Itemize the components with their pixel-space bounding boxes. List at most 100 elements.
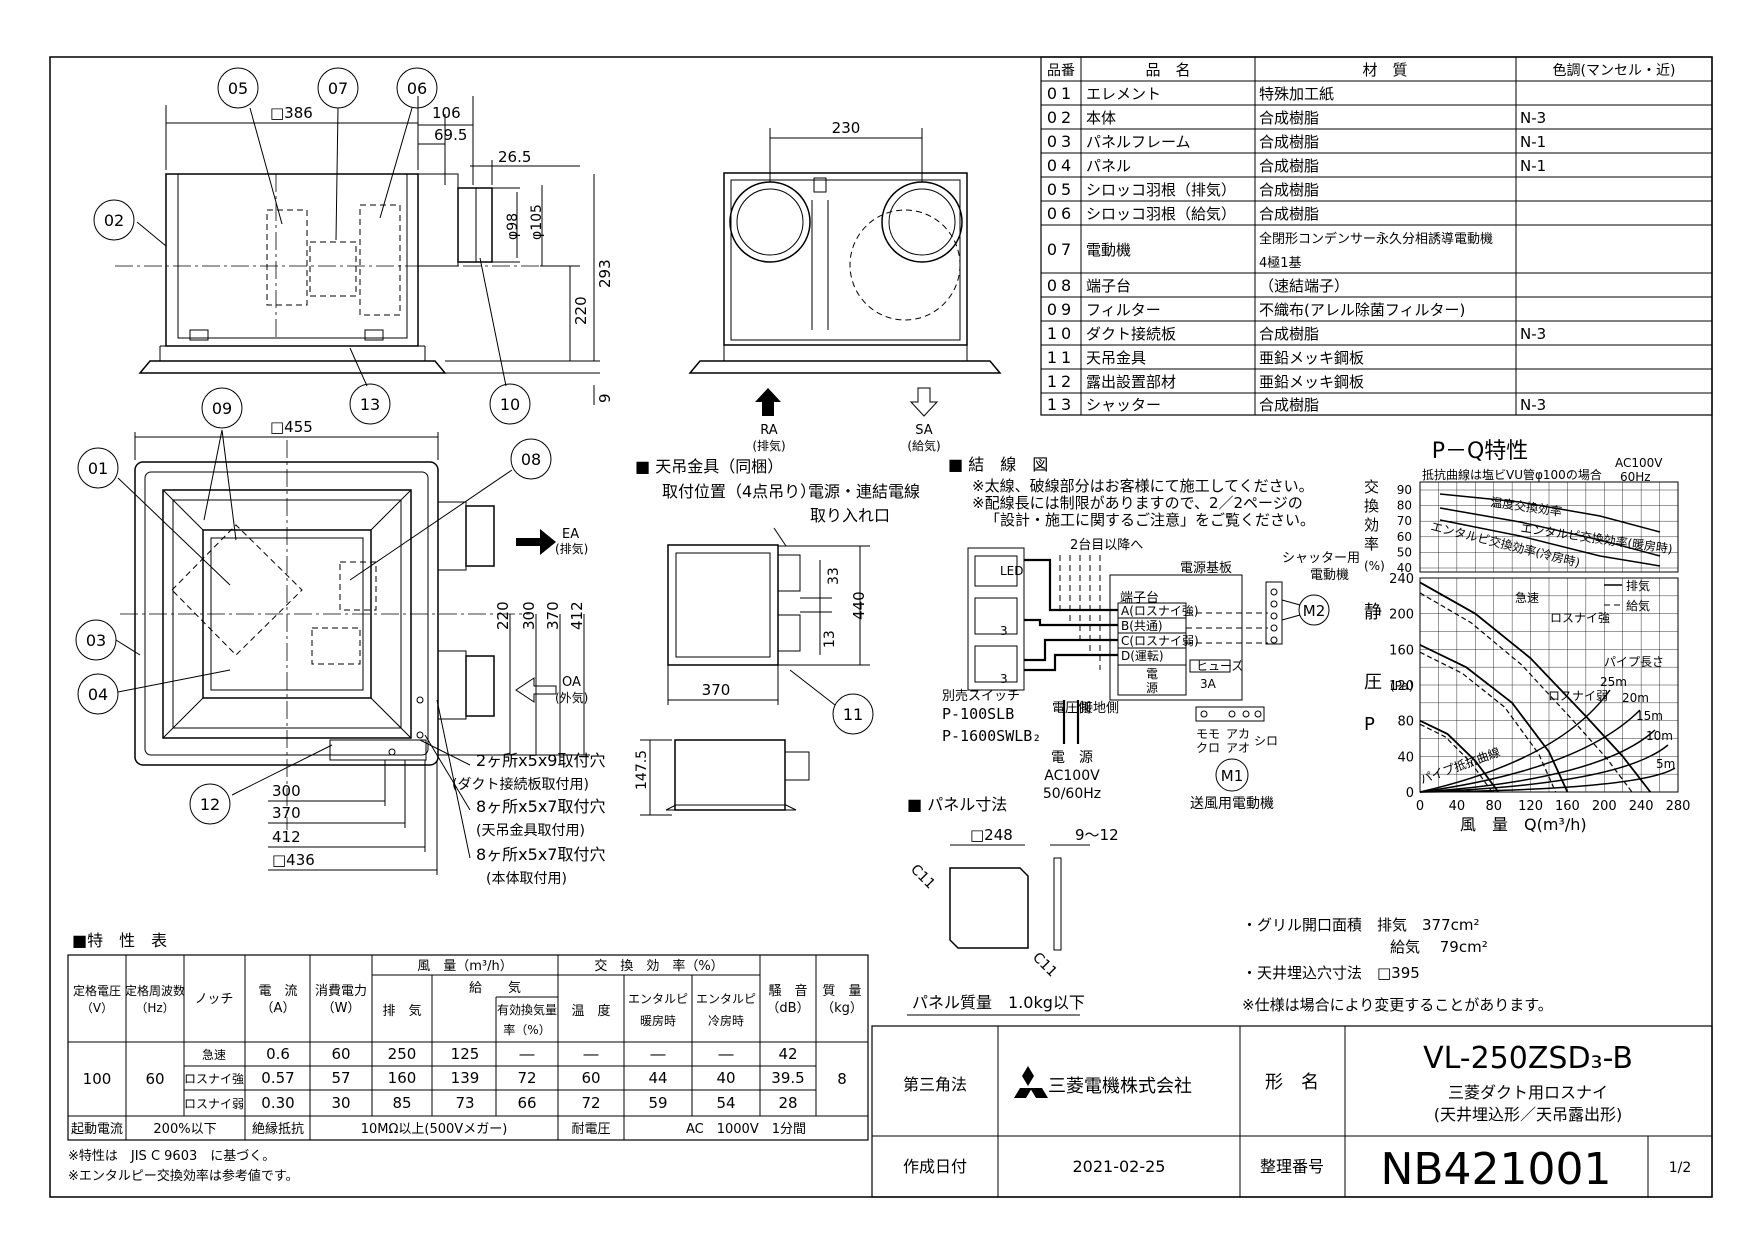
pq-y-tick: 240 <box>1389 572 1414 587</box>
pq-y-tick: 40 <box>1397 750 1414 765</box>
curve-label-weak: ロスナイ弱 <box>1548 689 1608 703</box>
vdim-220: 220 <box>494 601 512 630</box>
svg-text:05: 05 <box>228 79 248 98</box>
parts-no: 12 <box>1047 372 1075 391</box>
h-flow: 風 量（m³/h） <box>417 959 513 974</box>
eff-tick: 80 <box>1397 499 1412 513</box>
vdim-370: 370 <box>544 601 562 630</box>
svg-text:11: 11 <box>843 705 863 724</box>
withstand-value: AC 1000V 1分間 <box>686 1122 806 1137</box>
spec-cell: 72 <box>517 1069 536 1087</box>
parts-name: シロッコ羽根（給気） <box>1086 205 1236 223</box>
spec-cell: 160 <box>388 1069 417 1087</box>
h-noise: 騒 音 <box>768 983 807 999</box>
term-a: A(ロスナイ強) <box>1121 604 1199 618</box>
shutter-motor-label: シャッター用 <box>1282 551 1360 566</box>
panel-mass: パネル質量 1.0kg以下 <box>912 993 1085 1012</box>
balloon-09 <box>201 387 243 429</box>
balloon-05 <box>217 67 259 109</box>
pq-series <box>1419 581 1652 793</box>
hdim-412: 412 <box>272 828 301 846</box>
oa-sub: (外気) <box>555 690 588 705</box>
switch-title: 別売スイッチ <box>942 688 1020 704</box>
spec-voltage: 100 <box>83 1070 112 1088</box>
parts-material: 合成樹脂 <box>1259 325 1319 343</box>
svg-text:（Hz）: （Hz） <box>135 1001 174 1015</box>
svg-text:（dB）: （dB） <box>766 1001 809 1016</box>
p-label-2: 圧 <box>1364 672 1382 693</box>
hanger-dim-33: 33 <box>826 567 842 585</box>
parts-no: 03 <box>1047 132 1075 151</box>
spec-foot-1: ※特性は JIS C 9603 に基づく。 <box>68 1149 275 1164</box>
balloon-10 <box>489 383 531 425</box>
wiring-second-unit: 2台目以降へ <box>1070 538 1143 553</box>
hole-note-3-sub: (本体取付用) <box>486 871 567 887</box>
parts-name: ダクト接続板 <box>1086 325 1176 343</box>
eff-tick: 40 <box>1397 561 1412 575</box>
svg-text:（kg）: （kg） <box>821 1001 863 1016</box>
spec-cell: 42 <box>778 1045 797 1063</box>
svg-text:クロ: クロ <box>1196 741 1220 755</box>
spec-cell: 57 <box>331 1069 350 1087</box>
svg-text:06: 06 <box>407 79 427 98</box>
start-label: 起動電流 <box>71 1122 123 1137</box>
parts-table: 品番 品 名 材 質 色調(マンセル・近) <box>1040 56 1713 416</box>
hdim-436: □436 <box>272 851 315 869</box>
pq-y-tick: 200 <box>1389 608 1414 623</box>
ins-value: 10MΩ以上(500Vメガー) <box>361 1122 508 1137</box>
pq-y-tick: 80 <box>1397 715 1414 730</box>
ra-arrow-icon <box>755 388 781 416</box>
eff-label-1: 交 <box>1364 478 1379 496</box>
h-exch: 交 換 効 率（%） <box>594 958 723 974</box>
spec-cell: 0.57 <box>261 1069 294 1087</box>
balloon-13 <box>349 383 391 425</box>
sa-arrow-icon <box>909 387 939 417</box>
svg-text:暖房時: 暖房時 <box>640 1013 676 1028</box>
pq-title: P－Q特性 <box>1432 439 1529 464</box>
parts-material: 全閉形コンデンサー永久分相誘導電動機 <box>1259 231 1493 247</box>
svg-text:01: 01 <box>88 459 108 478</box>
switch-2: P-1600SWLB₂ <box>942 727 1041 745</box>
hanger-dim-370: 370 <box>702 681 731 699</box>
page-number: 1/2 <box>1669 1160 1692 1176</box>
parts-name: シャッター <box>1086 396 1161 414</box>
eff-tick: 50 <box>1397 545 1412 559</box>
pq-x-tick: 120 <box>1518 799 1543 814</box>
pq-series-line-exhaust <box>1419 581 1652 793</box>
svg-text:冷房時: 冷房時 <box>708 1013 744 1028</box>
supply-voltage: AC100V <box>1044 768 1100 784</box>
q-label: 風 量 Q(m³/h) <box>1460 815 1587 834</box>
panel-section: ■ パネル寸法 □248 9〜12 C11 C11 パネル質量 1.0kg以下 <box>907 795 1119 1016</box>
legend-exhaust: 排気 <box>1626 578 1650 593</box>
spec-cell: 28 <box>778 1094 797 1112</box>
panel-title: ■ パネル寸法 <box>907 795 1007 814</box>
p-label-1: 静 <box>1364 602 1382 623</box>
svg-text:07: 07 <box>328 79 348 98</box>
curve-label-strong: ロスナイ強 <box>1550 611 1610 625</box>
svg-text:換: 換 <box>1364 497 1379 515</box>
model-label: 形 名 <box>1265 1072 1319 1093</box>
parts-no: 01 <box>1047 84 1075 103</box>
terminal-label: 端子台 <box>1120 591 1159 606</box>
front-view: 230 RA (排気) SA (給気) <box>688 119 1002 453</box>
spec-cell: ― <box>520 1045 535 1063</box>
parts-color: N-3 <box>1520 325 1546 343</box>
eff-tick: 70 <box>1397 514 1412 528</box>
svg-text:09: 09 <box>212 399 232 418</box>
h-eff-vent: 有効換気量 <box>497 1002 557 1017</box>
side-2: 接地側 <box>1080 700 1119 716</box>
svg-text:シロ: シロ <box>1254 734 1278 748</box>
parts-no: 10 <box>1047 324 1075 343</box>
spec-foot-2: ※エンタルピー交換効率は参考値です。 <box>68 1168 299 1184</box>
power-label-2: 源 <box>1146 681 1158 695</box>
sa-label: SA <box>915 423 932 438</box>
power-label: 電 <box>1146 667 1158 681</box>
parts-material: 亜鉛メッキ鋼板 <box>1259 349 1364 367</box>
note-grille-2: 給気 79cm² <box>1390 938 1488 956</box>
parts-name: 本体 <box>1086 109 1116 127</box>
svg-text:M1: M1 <box>1221 767 1244 785</box>
balloon-02 <box>93 199 135 241</box>
